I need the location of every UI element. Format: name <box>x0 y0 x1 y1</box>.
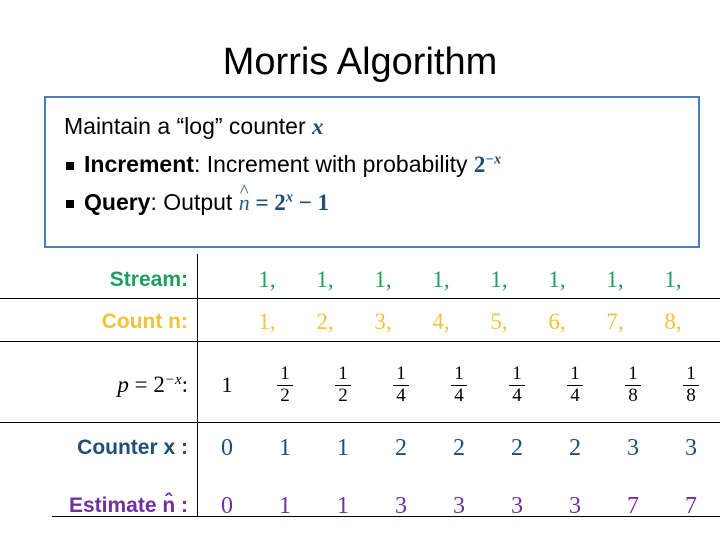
row-label-probability-text: p <box>117 372 129 397</box>
cell: 1, <box>374 267 392 292</box>
cell: 0 <box>221 434 233 461</box>
row-label-counter: Counter x : <box>0 436 198 460</box>
cell: 1 <box>279 492 291 519</box>
cell: 1, <box>548 267 566 292</box>
cell: 1, <box>490 267 508 292</box>
cell: 1, <box>432 267 450 292</box>
table-row-count: Count n: 1, 2, 3, 4, 5, 6, 7, 8, <box>0 302 720 342</box>
bullet-query-separator: : <box>150 189 157 215</box>
cell: 3 <box>395 492 407 519</box>
row-label-estimate-text: Estimate n̂ : <box>68 494 188 517</box>
cell: 3, <box>374 309 392 334</box>
cell: 2 <box>569 434 581 461</box>
cell: 2, <box>316 309 334 334</box>
bullet-square-icon <box>66 162 74 170</box>
table-hline-after-probability <box>0 422 720 423</box>
trace-table: Stream: 1, 1, 1, 1, 1, 1, 1, 1, Count n:… <box>0 254 720 540</box>
row-label-estimate: Estimate n̂ : <box>0 494 198 518</box>
table-hline-after-count <box>0 341 720 342</box>
cell: 1, <box>258 309 276 334</box>
cell: 1 <box>337 434 349 461</box>
row-values-count: 1, 2, 3, 4, 5, 6, 7, 8, <box>198 309 720 335</box>
algo-intro-variable: x <box>312 114 324 139</box>
bullet-increment-formula: 2−x <box>474 152 501 177</box>
cell: 3 <box>627 434 639 461</box>
algo-intro-line: Maintain a “log” counter x <box>62 106 684 143</box>
row-label-count: Count n: <box>0 310 198 334</box>
formula-base: 2 <box>473 152 486 177</box>
bullet-square-icon <box>66 200 74 208</box>
cell: 1, <box>258 267 276 292</box>
row-label-count-text: Count n: <box>101 310 188 333</box>
row-label-probability: p = 2−x: <box>117 372 188 397</box>
cell: 3 <box>511 492 523 519</box>
cell: 3 <box>685 434 697 461</box>
algo-bullet-query: Query: Output ^n = 2x − 1 <box>62 181 684 219</box>
algo-bullet-increment: Increment: Increment with probability 2−… <box>62 143 684 181</box>
cell: 1, <box>316 267 334 292</box>
cell: 3 <box>569 492 581 519</box>
cell: 2 <box>453 434 465 461</box>
bullet-query-label: Query <box>84 189 151 215</box>
bullet-query-formula: ^n = 2x − 1 <box>238 181 330 215</box>
row-values-estimate: 0 1 1 3 3 3 3 7 7 <box>198 493 720 520</box>
cell: 1 <box>279 434 291 461</box>
table-row-stream: Stream: 1, 1, 1, 1, 1, 1, 1, 1, <box>0 260 720 300</box>
cell: 7 <box>685 492 697 519</box>
algo-intro-text: Maintain a “log” counter <box>64 113 306 139</box>
cell: 4, <box>432 309 450 334</box>
cell: 0 <box>221 492 233 519</box>
row-values-counter: 0 1 1 2 2 2 2 3 3 <box>198 435 720 462</box>
cell: 1, <box>664 267 682 292</box>
cell: 3 <box>453 492 465 519</box>
cell: 1 <box>221 372 233 397</box>
table-vertical-divider <box>197 254 198 516</box>
table-row-counter: Counter x : 0 1 1 2 2 2 2 3 3 <box>0 426 720 470</box>
cell: 2 <box>395 434 407 461</box>
bullet-increment-separator: : <box>193 151 201 177</box>
bullet-query-text: Output <box>163 189 233 215</box>
row-label-counter-text: Counter x : <box>77 436 188 459</box>
cell: 6, <box>548 309 566 334</box>
bullet-increment-label: Increment <box>84 151 194 177</box>
row-values-stream: 1, 1, 1, 1, 1, 1, 1, 1, <box>198 267 720 293</box>
cell: 8, <box>664 309 682 334</box>
table-row-estimate: Estimate n̂ : 0 1 1 3 3 3 3 7 7 <box>0 484 720 528</box>
formula-exponent: −x <box>485 151 502 168</box>
cell: 7 <box>627 492 639 519</box>
cell: 2 <box>511 434 523 461</box>
table-hline-after-stream <box>0 298 720 299</box>
page-title: Morris Algorithm <box>222 41 498 83</box>
table-hline-bottom <box>52 516 720 517</box>
cell: 1, <box>606 267 624 292</box>
algorithm-definition-box: Maintain a “log” counter x Increment: In… <box>44 96 700 248</box>
cell: 7, <box>606 309 624 334</box>
cell: 1 <box>337 492 349 519</box>
bullet-increment-text: Increment with probability <box>206 151 468 177</box>
cell: 5, <box>490 309 508 334</box>
row-label-stream: Stream: <box>109 268 188 291</box>
